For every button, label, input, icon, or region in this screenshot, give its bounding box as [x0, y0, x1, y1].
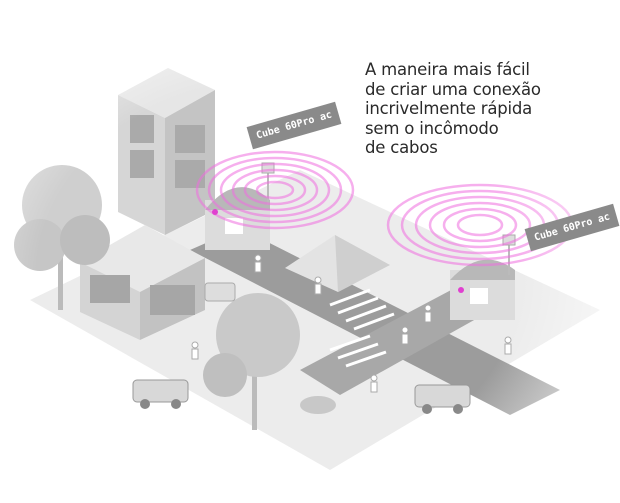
headline-line: sem o incômodo	[365, 118, 499, 138]
headline-line: A maneira mais fácil	[365, 60, 530, 79]
headline-line: de criar uma conexão	[365, 79, 541, 99]
headline-line: incrivelmente rápida	[365, 99, 533, 118]
headline-line: de cabos	[365, 138, 438, 157]
headline: A maneira mais fácil de criar uma conexã…	[365, 60, 541, 158]
